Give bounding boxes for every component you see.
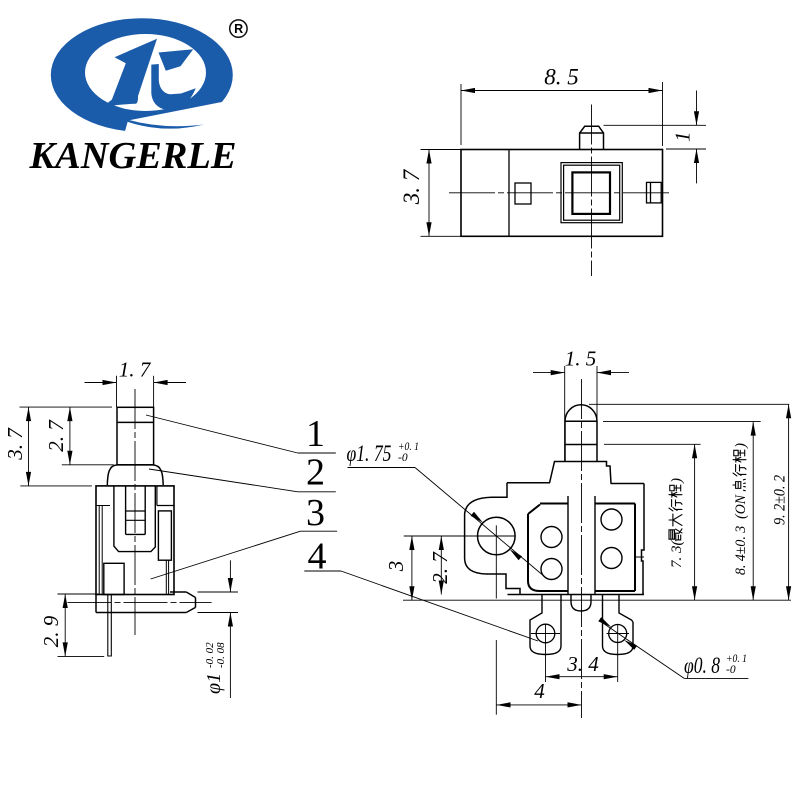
svg-text:8. 4±0. 3 (ON: 8. 4±0. 3 (ON (733, 494, 749, 575)
svg-text:KANGERLE: KANGERLE (28, 135, 236, 177)
svg-text:1: 1 (671, 132, 695, 143)
svg-text:3: 3 (384, 561, 408, 573)
svg-text:1. 5: 1. 5 (565, 347, 597, 371)
svg-text:3. 7: 3. 7 (399, 168, 424, 205)
svg-text:8. 5: 8. 5 (544, 65, 579, 90)
svg-text:φ0. 8: φ0. 8 (684, 653, 720, 678)
svg-text:7. 3(: 7. 3( (669, 540, 685, 569)
svg-text:3: 3 (306, 492, 325, 534)
svg-text:4: 4 (534, 679, 545, 703)
svg-text:-0: -0 (726, 664, 736, 676)
svg-text:φ1. 75: φ1. 75 (347, 441, 392, 466)
svg-text:2. 7: 2. 7 (44, 419, 68, 452)
svg-text:2: 2 (306, 452, 325, 494)
svg-text:3. 4: 3. 4 (566, 652, 599, 676)
svg-text:2. 9: 2. 9 (39, 615, 63, 647)
svg-text:9. 2±0. 2: 9. 2±0. 2 (772, 475, 789, 525)
svg-text:-0. 08: -0. 08 (215, 642, 227, 668)
svg-text:1: 1 (306, 413, 325, 455)
svg-text:): ) (669, 478, 685, 484)
svg-text:): ) (733, 443, 749, 449)
svg-text:+0. 1: +0. 1 (398, 441, 419, 453)
svg-text:4: 4 (308, 536, 327, 578)
svg-text:R: R (234, 22, 243, 36)
svg-text:φ1: φ1 (203, 673, 225, 694)
svg-text:-0: -0 (398, 452, 408, 464)
svg-text:3. 7: 3. 7 (3, 427, 27, 461)
svg-text:1. 7: 1. 7 (119, 358, 152, 382)
svg-text:+0. 1: +0. 1 (726, 653, 747, 665)
svg-text:2. 7: 2. 7 (428, 551, 452, 584)
svg-text:-0. 02: -0. 02 (204, 642, 216, 668)
